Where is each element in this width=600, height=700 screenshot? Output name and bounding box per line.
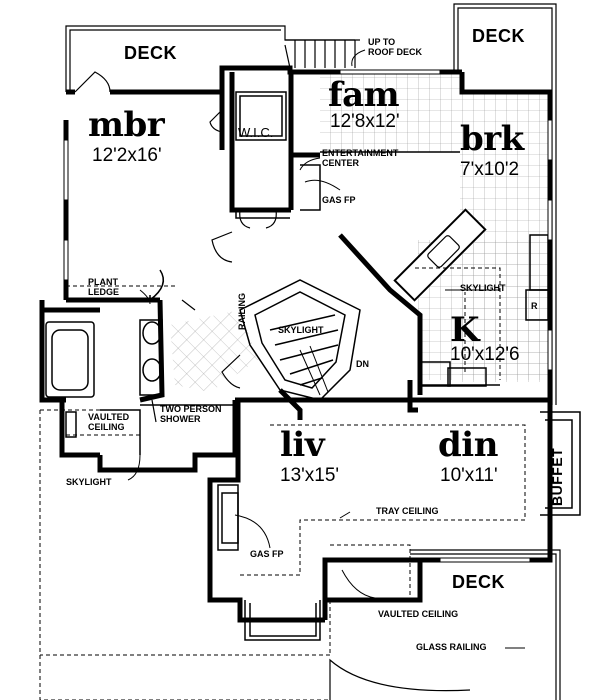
- room-name-brk: brk: [460, 119, 524, 159]
- room-name-din: din: [438, 425, 498, 465]
- note-vaulted-ceiling-liv: VAULTED CEILING: [378, 609, 459, 619]
- note-gas-fp-lower: GAS FP: [250, 549, 284, 559]
- note-glass-railing: GLASS RAILING: [416, 642, 487, 652]
- room-size-kitchen: 10'x12'6: [450, 344, 520, 365]
- note-skylight-kitchen: SKYLIGHT: [460, 283, 506, 293]
- note-tray-ceiling: TRAY CEILING: [376, 506, 439, 516]
- label-refrigerator: R: [531, 301, 538, 311]
- deck-label-ne: DECK: [472, 26, 526, 46]
- door-swings: [74, 71, 277, 423]
- label-buffet: BUFFET: [549, 447, 565, 506]
- windows: [63, 69, 553, 563]
- note-skylight-bath: SKYLIGHT: [66, 477, 112, 487]
- bath-tile-floor: [170, 310, 258, 392]
- note-skylight-stair: SKYLIGHT: [278, 325, 324, 335]
- fam-tile-floor: [320, 72, 460, 152]
- room-name-mbr: mbr: [88, 105, 165, 145]
- interior-lines: [45, 91, 581, 641]
- deck-label-s: DECK: [452, 572, 506, 592]
- note-shower: SHOWER: [160, 414, 201, 424]
- note-plant: PLANT: [88, 277, 118, 287]
- note-two-person: TWO PERSON: [160, 404, 222, 414]
- note-ceiling-bath: CEILING: [88, 422, 125, 432]
- room-size-fam: 12'8x12': [330, 111, 400, 132]
- note-railing: RAILING: [237, 293, 247, 330]
- room-name-kitchen: K: [450, 310, 480, 350]
- note-ledge: LEDGE: [88, 287, 120, 297]
- deck-label-nw: DECK: [124, 43, 178, 63]
- stair-to-roof: [284, 39, 356, 69]
- room-name-liv: liv: [280, 425, 325, 465]
- note-dn: DN: [356, 359, 369, 369]
- kitchen-island: [393, 208, 487, 302]
- room-size-mbr: 12'2x16': [92, 145, 162, 166]
- room-size-liv: 13'x15': [280, 465, 340, 486]
- staircase: [239, 279, 361, 401]
- room-name-fam: fam: [328, 75, 400, 115]
- note-gas-fp-upper: GAS FP: [322, 195, 356, 205]
- note-roof-deck: ROOF DECK: [368, 47, 422, 57]
- note-up-to: UP TO: [368, 37, 396, 47]
- dashed-ceiling-lines: [39, 267, 526, 700]
- note-entertainment: ENTERTAINMENT: [322, 148, 399, 158]
- leader-arrows: [127, 49, 525, 649]
- note-vaulted-bath: VAULTED: [88, 412, 130, 422]
- note-center: CENTER: [322, 158, 360, 168]
- room-size-brk: 7'x10'2: [460, 159, 520, 180]
- room-size-din: 10'x11': [440, 465, 498, 486]
- label-wic: W.I.C.: [238, 125, 274, 140]
